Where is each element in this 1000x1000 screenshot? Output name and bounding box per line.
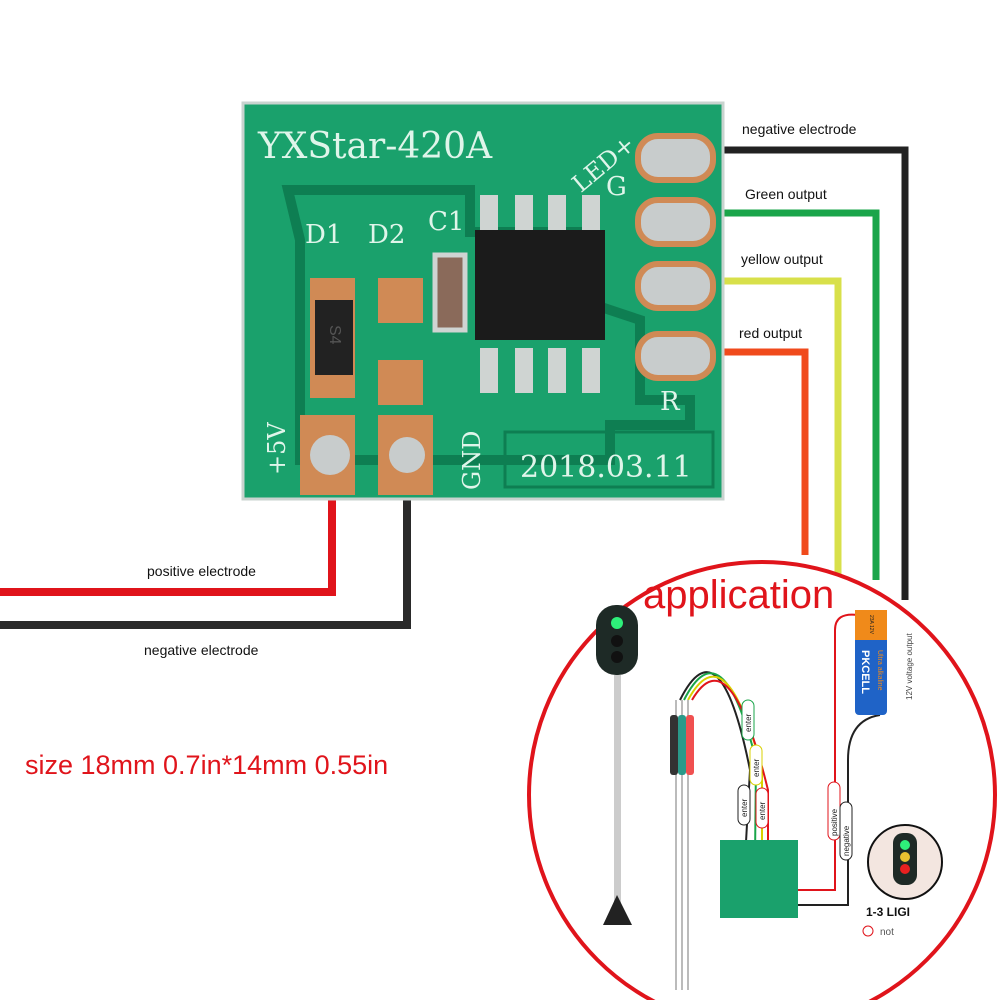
- board-date: 2018.03.11: [520, 450, 692, 485]
- diode: [315, 300, 353, 375]
- tag-enter-green: enter: [744, 713, 753, 732]
- power-wires: [0, 500, 411, 629]
- silk-d2: D2: [368, 220, 405, 250]
- battery-note: 12V voltage output: [905, 633, 914, 700]
- tag-positive: positive: [830, 808, 839, 836]
- silk-diode: S4: [326, 325, 343, 345]
- battery-brand: PKCELL: [859, 650, 871, 694]
- wire-positive: [0, 500, 336, 596]
- size-text: size 18mm 0.7in*14mm 0.55in: [25, 750, 389, 780]
- label-yellow-output: yellow output: [741, 251, 823, 267]
- wire-red: [722, 348, 809, 555]
- silk-g: G: [606, 172, 627, 202]
- battery-spec: 23A 12V: [868, 615, 874, 635]
- ic-chip: [475, 230, 605, 340]
- label-negative-top: negative electrode: [742, 121, 857, 137]
- wire-black-top: [722, 146, 909, 600]
- tag-enter-black: enter: [740, 798, 749, 817]
- silk-r: R: [660, 387, 681, 417]
- tag-enter-yellow: enter: [752, 758, 761, 777]
- tag-enter-red: enter: [758, 801, 767, 820]
- silk-c1: C1: [428, 207, 464, 237]
- label-negative-electrode: negative electrode: [144, 642, 259, 658]
- battery-type: Ultra alkaline: [876, 650, 883, 691]
- tag-negative: negative: [842, 825, 851, 856]
- label-red-output: red output: [739, 325, 803, 341]
- pcb-board: YXStar-420A 2018.03.11 D1 D2 C1 LED+ G R…: [241, 101, 725, 501]
- output-wires: [722, 146, 909, 600]
- not-label: not: [880, 927, 894, 938]
- wire-yellow: [722, 277, 842, 575]
- application-title: application: [643, 573, 834, 617]
- lights-caption: 1-3 LIGI: [866, 905, 910, 919]
- mini-board: [720, 840, 798, 918]
- application-inset: application PKCELL Ultra alkaline 23A 12…: [527, 560, 997, 1000]
- silk-gnd: GND: [458, 431, 486, 490]
- board-model: YXStar-420A: [257, 126, 493, 167]
- label-positive-electrode: positive electrode: [147, 563, 256, 579]
- wire-green: [722, 209, 880, 580]
- silk-5v: +5V: [263, 422, 291, 475]
- silk-d1: D1: [305, 220, 342, 250]
- label-green-output: Green output: [745, 186, 827, 202]
- wire-negative: [0, 500, 411, 629]
